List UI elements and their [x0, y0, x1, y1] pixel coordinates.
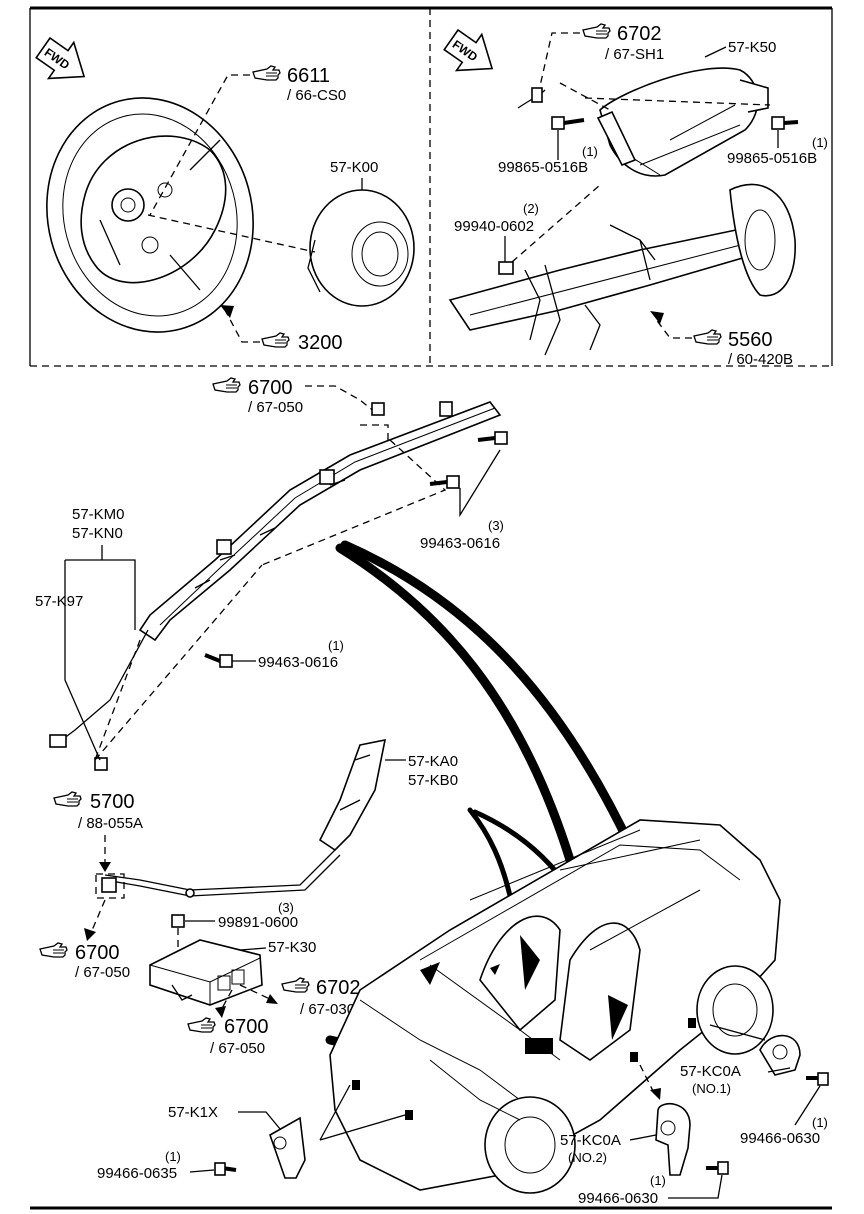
- svg-text:(1): (1): [812, 1115, 828, 1130]
- seat-side-airbag: 57-KA0 57-KB0: [95, 738, 458, 899]
- nut-99940: (2) 99940-0602: [454, 184, 601, 275]
- svg-text:(1): (1): [165, 1149, 181, 1164]
- ref-5700: 5700 / 88-055A: [53, 791, 143, 872]
- svg-text:(1): (1): [328, 638, 344, 653]
- vehicle-body: [329, 819, 781, 1194]
- svg-text:57-KM0: 57-KM0: [72, 506, 125, 523]
- svg-text:6700: 6700: [248, 377, 293, 399]
- svg-text:/ 67-030: / 67-030: [300, 1001, 355, 1018]
- svg-text:/ 88-055A: / 88-055A: [78, 815, 143, 832]
- bolt-left-99865: (1) 99865-0516B: [498, 116, 598, 176]
- svg-text:99466-0630: 99466-0630: [740, 1130, 820, 1147]
- svg-text:(1): (1): [582, 144, 598, 159]
- curtain-airbag-section: 6700 / 67-050 (3) 99: [35, 377, 508, 771]
- svg-text:57-K50: 57-K50: [728, 39, 776, 56]
- svg-text:(1): (1): [812, 135, 828, 150]
- svg-text:99463-0616: 99463-0616: [420, 535, 500, 552]
- ref-6700-left: 6700 / 67-050: [39, 899, 130, 981]
- svg-text:/ 66-CS0: / 66-CS0: [287, 87, 346, 104]
- passenger-airbag-module: 57-K50: [517, 39, 776, 177]
- svg-text:57-K30: 57-K30: [268, 939, 316, 956]
- svg-text:/ 67-050: / 67-050: [248, 399, 303, 416]
- svg-text:99865-0516B: 99865-0516B: [498, 159, 588, 176]
- bolts-upper-99463: (3) 99463-0616: [420, 431, 508, 552]
- svg-text:(3): (3): [488, 518, 504, 533]
- svg-text:5700: 5700: [90, 791, 135, 813]
- svg-text:5560: 5560: [728, 329, 773, 351]
- svg-text:6702: 6702: [617, 23, 662, 45]
- svg-text:6700: 6700: [224, 1016, 269, 1038]
- svg-text:99463-0616: 99463-0616: [258, 654, 338, 671]
- svg-text:99466-0630: 99466-0630: [578, 1190, 658, 1207]
- dashboard-member: [448, 183, 796, 356]
- svg-text:57-K97: 57-K97: [35, 593, 83, 610]
- svg-text:(2): (2): [523, 201, 539, 216]
- curtain-airbag: [49, 401, 502, 771]
- ref-5560: 5560 / 60-420B: [650, 311, 793, 368]
- fwd-arrow-icon: FWD: [29, 29, 98, 96]
- svg-text:(NO.2): (NO.2): [568, 1150, 607, 1165]
- side-sensor-no1: 57-KC0A (NO.1) (1) 99466-0630: [680, 1024, 829, 1147]
- svg-text:/ 60-420B: / 60-420B: [728, 351, 793, 368]
- svg-text:6611: 6611: [287, 65, 330, 87]
- ref-6611: 6611 / 66-CS0: [149, 65, 346, 216]
- bolt-right-99865: (1) 99865-0516B: [727, 116, 828, 167]
- svg-text:57-KC0A: 57-KC0A: [680, 1063, 741, 1080]
- svg-text:6700: 6700: [75, 942, 120, 964]
- side-sensor-no2: 57-KC0A (NO.2) (1) 99466-0630: [560, 1064, 729, 1207]
- svg-text:3200: 3200: [298, 332, 343, 354]
- svg-text:/ 67-050: / 67-050: [75, 964, 130, 981]
- svg-text:57-KA0: 57-KA0: [408, 753, 458, 770]
- svg-text:99865-0516B: 99865-0516B: [727, 150, 817, 167]
- svg-text:99940-0602: 99940-0602: [454, 218, 534, 235]
- ref-6700-lower: 6700 / 67-050: [187, 1016, 269, 1057]
- svg-text:(1): (1): [650, 1173, 666, 1188]
- svg-text:6702: 6702: [316, 977, 361, 999]
- svg-text:99466-0635: 99466-0635: [97, 1165, 177, 1182]
- svg-text:99891-0600: 99891-0600: [218, 914, 298, 931]
- svg-text:57-K1X: 57-K1X: [168, 1104, 218, 1121]
- panel-borders: [29, 6, 833, 1210]
- curtain-part-labels: 57-KM0 57-KN0 57-K97: [35, 506, 136, 761]
- svg-text:57-KN0: 57-KN0: [72, 525, 123, 542]
- front-crash-sensor: 57-K1X (1) 99466-0635: [97, 1084, 406, 1182]
- ref-6700-upper: 6700 / 67-050: [212, 377, 389, 450]
- svg-text:(3): (3): [278, 900, 294, 915]
- ref-6702-sh1: 6702 / 67-SH1: [537, 23, 664, 96]
- svg-text:57-KC0A: 57-KC0A: [560, 1132, 621, 1149]
- ref-6702-030: 6702 / 67-030: [281, 977, 361, 1018]
- passenger-airbag-section: FWD 6702 / 67-SH1 57-K50 (1) 99865-0516B: [437, 21, 828, 368]
- ref-3200: 3200: [220, 305, 343, 354]
- bolt-lower-99463: (1) 99463-0616: [204, 638, 344, 671]
- steering-wheel-section: FWD 6611 / 66-CS0 57-K00: [29, 29, 415, 354]
- svg-text:57-K00: 57-K00: [330, 159, 378, 176]
- svg-text:/ 67-050: / 67-050: [210, 1040, 265, 1057]
- control-module: (3) 99891-0600 57-K30: [149, 900, 316, 1018]
- svg-text:(NO.1): (NO.1): [692, 1081, 731, 1096]
- driver-airbag-module: 57-K00: [147, 159, 415, 307]
- bottom-section: 5700 / 88-055A 57-KA0 57-KB0 6700 / 67-0…: [39, 540, 829, 1207]
- svg-text:/ 67-SH1: / 67-SH1: [605, 46, 664, 63]
- svg-text:57-KB0: 57-KB0: [408, 772, 458, 789]
- fwd-arrow-icon: FWD: [437, 21, 506, 88]
